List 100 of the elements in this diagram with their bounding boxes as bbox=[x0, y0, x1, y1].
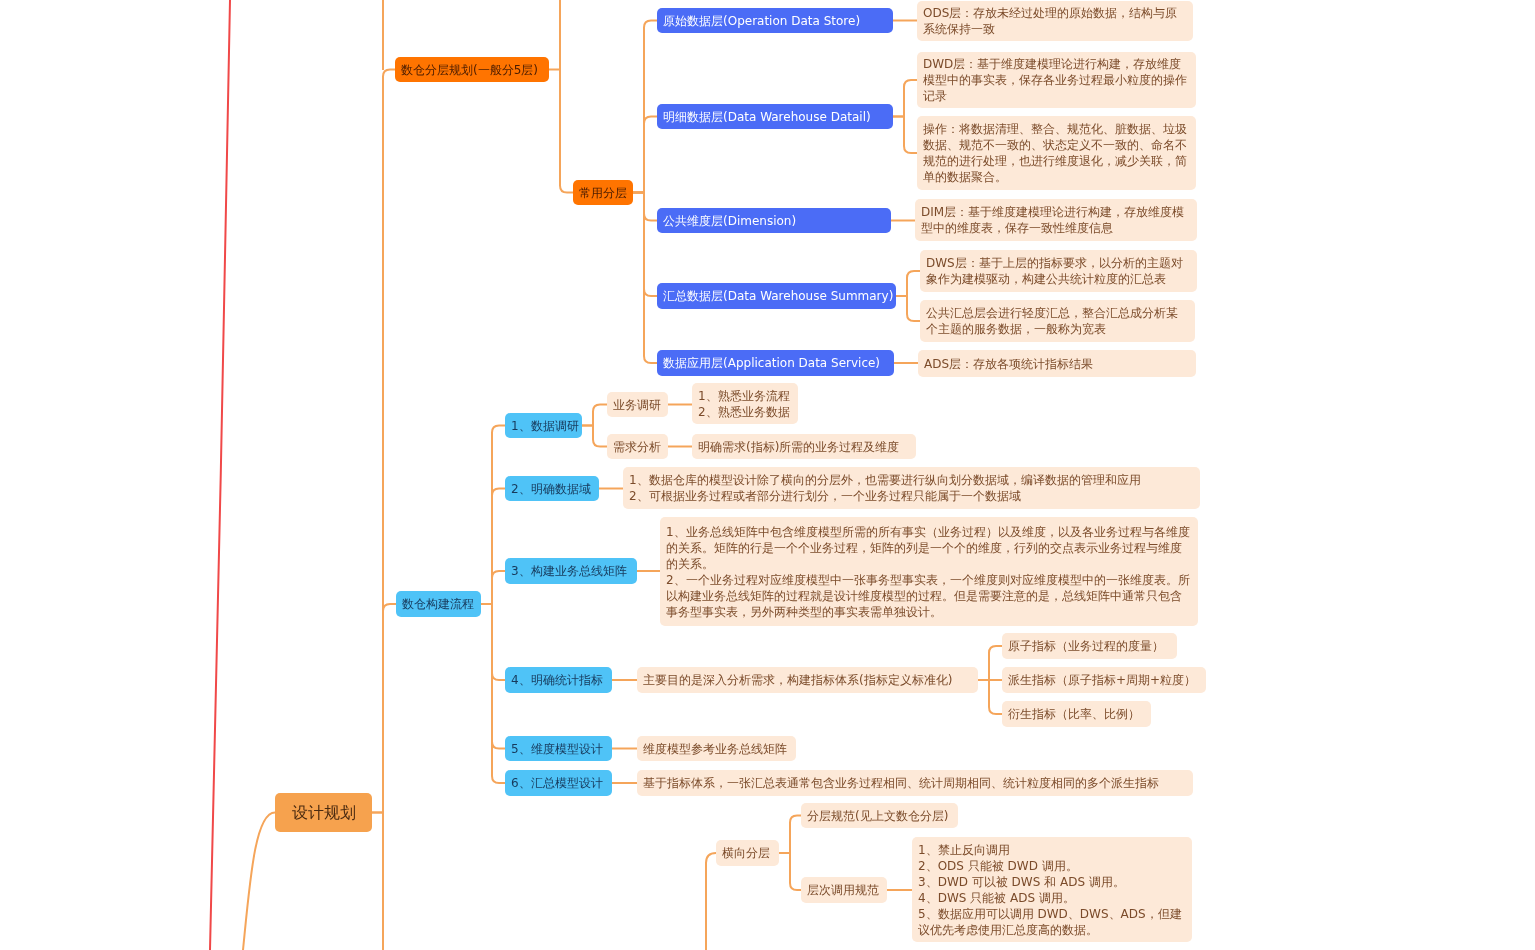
connector-line bbox=[890, 219, 916, 222]
connector-line bbox=[886, 889, 913, 891]
note-text: 4、DWS 只能被 ADS 调用。 bbox=[918, 889, 1076, 906]
note-box bbox=[660, 517, 1198, 626]
connector-line bbox=[611, 747, 638, 750]
step-box bbox=[505, 736, 612, 761]
step-box bbox=[505, 667, 612, 693]
note-box bbox=[801, 877, 887, 903]
note-box bbox=[917, 52, 1196, 108]
topic-label: 明细数据层(Data Warehouse Datail) bbox=[663, 108, 872, 125]
connector-line bbox=[667, 445, 693, 448]
connector-line bbox=[581, 424, 608, 448]
note-text: 1、数据仓库的模型设计除了横向的分层外，也需要进行纵向划分数据域，编译数据的管理和应用 bbox=[629, 472, 1142, 488]
topic-label: 设计规划 bbox=[291, 802, 356, 823]
layer-box bbox=[657, 208, 891, 233]
topic-box bbox=[395, 57, 549, 82]
note-box bbox=[912, 837, 1192, 942]
note-text: 5、数据应用可以调用 DWD、DWS、ADS，但建议优先考虑使用汇总度高的数据。 bbox=[918, 905, 1183, 938]
note-text: 层次调用规范 bbox=[807, 882, 880, 898]
note-text: 横向分层 bbox=[722, 845, 771, 861]
topic-label: 数仓构建流程 bbox=[402, 596, 475, 612]
topic-label: 5、维度模型设计 bbox=[511, 740, 604, 757]
note-box bbox=[917, 1, 1193, 41]
note-box bbox=[1002, 701, 1151, 727]
note-box bbox=[692, 383, 798, 424]
note-box bbox=[920, 300, 1195, 342]
topic-label: 数仓分层规划(一般分5层) bbox=[401, 61, 539, 78]
note-text: 1、熟悉业务流程 bbox=[698, 387, 791, 404]
layer-box bbox=[657, 283, 896, 309]
note-box bbox=[801, 803, 958, 828]
topic-label: 3、构建业务总线矩阵 bbox=[511, 563, 628, 579]
note-text: 公共汇总层会进行轻度汇总，整合汇总成分析某个主题的服务数据，一般称为宽表 bbox=[926, 305, 1179, 337]
topic-label: 原始数据层(Operation Data Store) bbox=[663, 12, 862, 29]
topic-box bbox=[573, 180, 633, 205]
topic-label: 4、明确统计指标 bbox=[511, 672, 604, 688]
connector-line bbox=[977, 679, 1003, 715]
note-text: 原子指标（业务过程的度量） bbox=[1008, 638, 1165, 654]
topic-label: 公共维度层(Dimension) bbox=[663, 212, 798, 229]
note-box bbox=[637, 736, 796, 761]
connector-line bbox=[892, 19, 918, 22]
note-box bbox=[623, 467, 1200, 509]
note-box bbox=[1002, 633, 1177, 659]
note-text: 3、DWD 可以被 DWS 和 ADS 调用。 bbox=[918, 873, 1126, 890]
connector-line bbox=[705, 852, 717, 950]
note-text: 主要目的是深入分析需求，构建指标体系(指标定义标准化) bbox=[643, 672, 954, 688]
note-text: 2、可根据业务过程或者部分进行划分，一个业务过程只能属于一个数据域 bbox=[629, 488, 1022, 504]
connector-line bbox=[892, 115, 918, 154]
note-text: 2、熟悉业务数据 bbox=[698, 403, 791, 420]
note-box bbox=[920, 250, 1197, 292]
connector-line bbox=[598, 487, 624, 490]
note-text: 分层规范(见上文数仓分层) bbox=[807, 807, 950, 824]
note-text: 1、禁止反向调用 bbox=[918, 841, 1011, 858]
connector-line bbox=[611, 679, 638, 681]
connector-line bbox=[636, 570, 661, 572]
topic-label: 数据应用层(Application Data Service) bbox=[663, 355, 882, 371]
note-box bbox=[637, 770, 1193, 796]
note-box bbox=[917, 116, 1196, 190]
note-box bbox=[637, 667, 978, 693]
note-text: 维度模型参考业务总线矩阵 bbox=[643, 740, 788, 757]
note-text: 2、一个业务过程对应维度模型中一张事务型事实表，一个维度则对应维度模型中的一张维度表。所以构建业务总线矩阵的过程就是设计维度模型的过程。但是需要注意的是，总线矩阵中通常只包含事务型事实表，另外两种类型的事实表需单独设计。 bbox=[666, 571, 1191, 620]
step-box bbox=[505, 558, 637, 584]
topic-label: 6、汇总模型设计 bbox=[511, 775, 604, 791]
note-box bbox=[692, 434, 916, 459]
note-text: DWD层：基于维度建模理论进行构建，存放维度模型中的事实表，保存各业务过程最小粒度的操作记录 bbox=[923, 56, 1188, 104]
note-text: 2、ODS 只能被 DWD 调用。 bbox=[918, 857, 1079, 874]
root-topic-box bbox=[275, 793, 372, 832]
note-box bbox=[607, 392, 668, 417]
note-text: 业务调研 bbox=[613, 396, 662, 413]
note-text: 派生指标（原子指标+周期+粒度） bbox=[1008, 672, 1198, 688]
note-text: 需求分析 bbox=[613, 438, 662, 455]
step-box bbox=[396, 591, 481, 617]
note-text: 操作：将数据清理、整合、规范化、脏数据、垃圾数据、规范不一致的、状态定义不一致的、命名不规范的进行处理，也进行维度退化，减少关联，简单的数据聚合。 bbox=[923, 121, 1188, 185]
note-text: ADS层：存放各项统计指标结果 bbox=[924, 355, 1095, 372]
note-box bbox=[716, 840, 779, 866]
note-text: DWS层：基于上层的指标要求，以分析的主题对象作为建模驱动，构建公共统计粒度的汇总表 bbox=[926, 255, 1184, 287]
layer-box bbox=[657, 8, 893, 33]
layer-box bbox=[657, 350, 894, 376]
layer-box bbox=[657, 104, 893, 129]
topic-label: 2、明确数据域 bbox=[511, 480, 592, 497]
connector-line bbox=[893, 362, 919, 364]
note-box bbox=[918, 350, 1196, 377]
step-box bbox=[505, 413, 582, 438]
note-box bbox=[915, 199, 1197, 241]
step-box bbox=[505, 476, 599, 501]
note-text: 明确需求(指标)所需的业务过程及维度 bbox=[698, 438, 901, 455]
note-text: 衍生指标（比率、比例） bbox=[1008, 706, 1141, 722]
connector-line bbox=[667, 403, 693, 406]
connector-line bbox=[611, 782, 638, 784]
connector-line bbox=[895, 295, 921, 322]
note-text: 1、业务总线矩阵中包含维度模型所需的所有事实（业务过程）以及维度，以及各业务过程与各维度的关系。矩阵的行是一个个业务过程，矩阵的列是一个个的维度，行列的交点表示业务过程与维度的关系。 bbox=[666, 523, 1191, 572]
connector-line bbox=[242, 811, 276, 950]
note-box bbox=[1002, 667, 1206, 693]
note-box bbox=[607, 434, 668, 459]
connector-line bbox=[371, 603, 397, 814]
note-text: DIM层：基于维度建模理论进行构建，存放维度模型中的维度表，保存一致性维度信息 bbox=[921, 204, 1186, 236]
step-box bbox=[505, 770, 612, 796]
note-text: ODS层：存放未经过处理的原始数据，结构与原系统保持一致 bbox=[923, 5, 1179, 37]
connector-line bbox=[548, 68, 574, 194]
note-text: 基于指标体系，一张汇总表通常包含业务过程相同、统计周期相同、统计粒度相同的多个派生指标 bbox=[643, 775, 1160, 791]
topic-label: 常用分层 bbox=[579, 184, 627, 201]
